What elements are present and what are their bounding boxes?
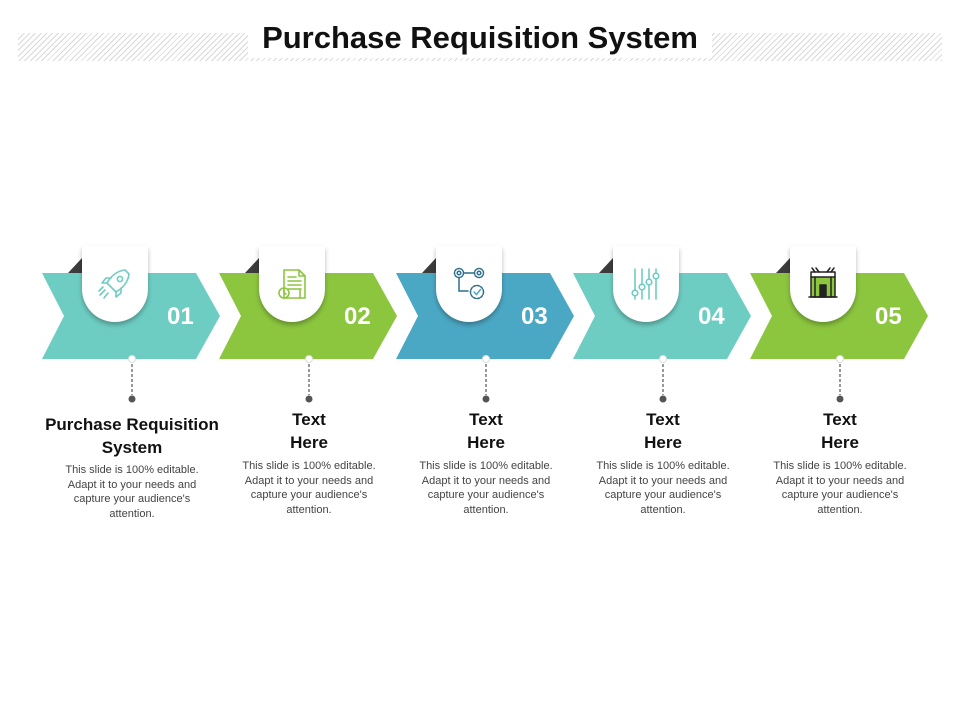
step-number: 04 xyxy=(698,303,725,330)
step-heading: Text Here xyxy=(209,408,409,454)
step-heading-text: Text Here xyxy=(821,410,859,452)
step-1: 01 Purchase Requisition System This slid… xyxy=(42,0,232,720)
step-number: 01 xyxy=(167,303,194,330)
step-heading: Text Here xyxy=(563,408,763,454)
icon-tab xyxy=(613,246,679,322)
connector xyxy=(482,355,490,403)
step-heading-text: Text Here xyxy=(290,410,328,452)
connector xyxy=(836,355,844,403)
step-description: This slide is 100% editable. Adapt it to… xyxy=(596,460,730,516)
corner-fold xyxy=(422,258,436,273)
building-tools-icon xyxy=(808,267,838,298)
step-description: This slide is 100% editable. Adapt it to… xyxy=(65,464,199,520)
corner-fold xyxy=(245,258,259,273)
step-heading: Purchase Requisition System xyxy=(45,415,219,457)
step-number: 03 xyxy=(521,303,548,330)
corner-fold xyxy=(599,258,613,273)
title-wrap: Purchase Requisition System xyxy=(0,18,960,58)
step-description: This slide is 100% editable. Adapt it to… xyxy=(419,460,553,516)
step-4: 04 Text Here This slide is 100% editable… xyxy=(573,0,763,720)
sliders-icon xyxy=(631,268,660,300)
step-description: This slide is 100% editable. Adapt it to… xyxy=(242,460,376,516)
corner-fold xyxy=(776,258,790,273)
icon-tab xyxy=(790,246,856,322)
connector xyxy=(128,355,136,403)
icon-tab xyxy=(259,246,325,322)
icon-tab xyxy=(82,246,148,322)
step-5: 05 Text Here This slide is 100% editable… xyxy=(750,0,940,720)
step-number: 05 xyxy=(875,303,902,330)
step-heading-text: Text Here xyxy=(467,410,505,452)
icon-tab xyxy=(436,246,502,322)
step-2: 02 Text Here This slide is 100% editable… xyxy=(219,0,409,720)
step-heading: Text Here xyxy=(740,408,940,454)
connector xyxy=(659,355,667,403)
step-number: 02 xyxy=(344,303,371,330)
gears-process-icon xyxy=(453,267,485,300)
step-description: This slide is 100% editable. Adapt it to… xyxy=(773,460,907,516)
step-heading: Text Here xyxy=(386,408,586,454)
rocket-icon xyxy=(98,269,130,299)
connector xyxy=(305,355,313,403)
corner-fold xyxy=(68,258,82,273)
step-heading-text: Text Here xyxy=(644,410,682,452)
document-clock-icon xyxy=(278,269,306,299)
page-title: Purchase Requisition System xyxy=(248,18,712,58)
step-3: 03 Text Here This slide is 100% editable… xyxy=(396,0,586,720)
